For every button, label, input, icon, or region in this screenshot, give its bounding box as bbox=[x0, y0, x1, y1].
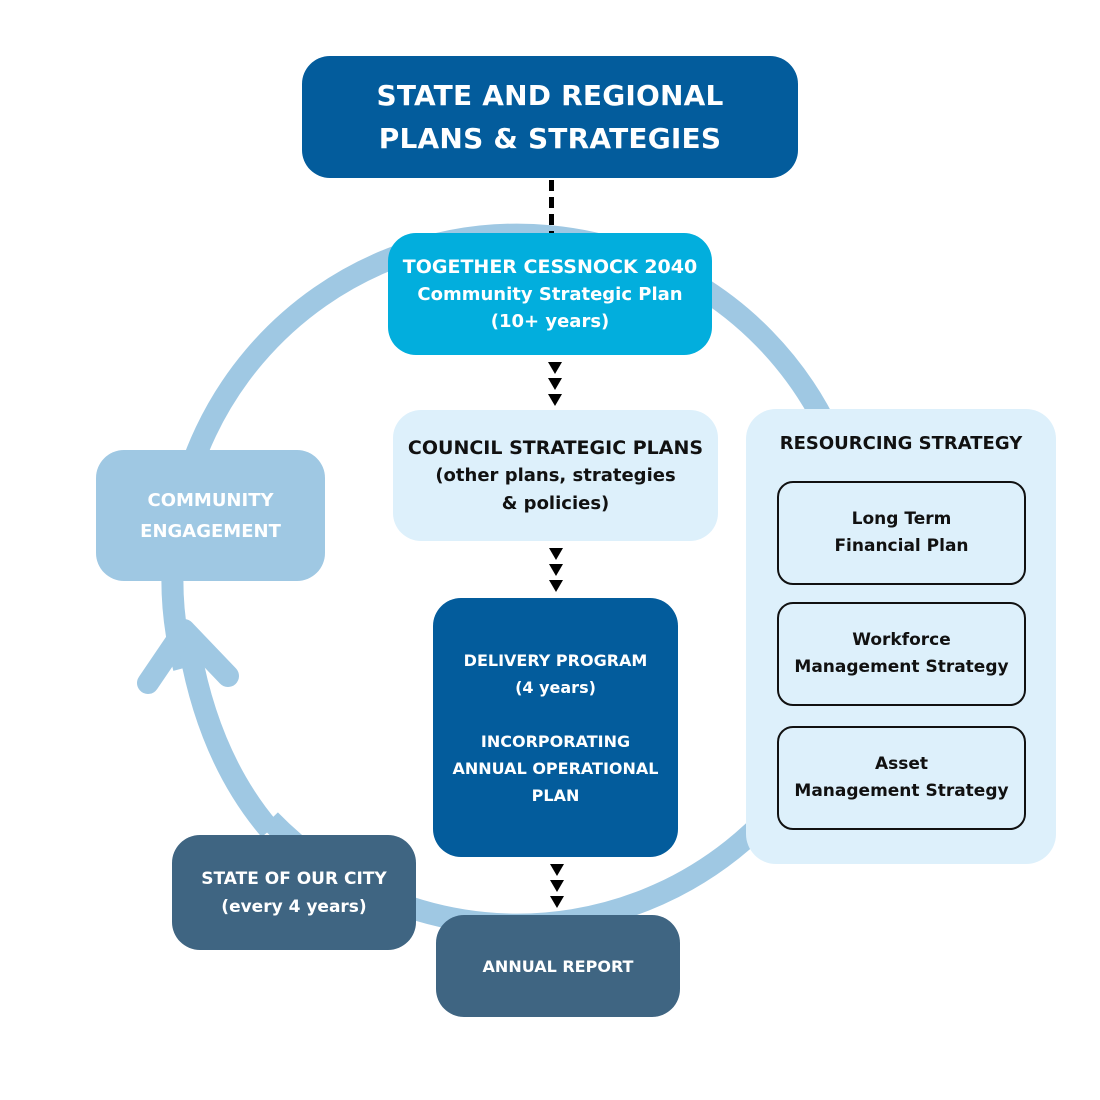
item-line2: Financial Plan bbox=[834, 536, 969, 556]
delivery-duration: (4 years) bbox=[515, 677, 596, 697]
down-arrow-icon bbox=[548, 378, 562, 390]
cycle-arrowhead-icon bbox=[137, 619, 239, 694]
long-term-financial-plan-box: Long Term Financial Plan bbox=[777, 481, 1026, 585]
asset-management-strategy-box: Asset Management Strategy bbox=[777, 726, 1026, 830]
csp-title: TOGETHER CESSNOCK 2040 bbox=[402, 255, 698, 278]
delivery-line3: INCORPORATING bbox=[480, 731, 631, 751]
down-arrow-icon bbox=[549, 564, 563, 576]
down-arrow-icon bbox=[549, 580, 563, 592]
delivery-line4: ANNUAL OPERATIONAL bbox=[452, 758, 659, 778]
csp-subtitle: Community Strategic Plan bbox=[417, 283, 683, 305]
down-arrow-icon bbox=[549, 548, 563, 560]
council-line2: (other plans, strategies bbox=[435, 464, 676, 486]
delivery-program-box: DELIVERY PROGRAM (4 years) INCORPORATING… bbox=[433, 598, 678, 857]
state-of-our-city-box: STATE OF OUR CITY (every 4 years) bbox=[172, 835, 416, 950]
item-line1: Long Term bbox=[851, 509, 952, 529]
item-line2: Management Strategy bbox=[794, 657, 1009, 677]
soc-line2: (every 4 years) bbox=[221, 896, 367, 917]
resourcing-title: RESOURCING STRATEGY bbox=[779, 433, 1023, 454]
down-arrow-icon bbox=[550, 880, 564, 892]
workforce-management-strategy-box: Workforce Management Strategy bbox=[777, 602, 1026, 706]
cycle-arc-lower-left bbox=[179, 648, 279, 838]
item-line1: Asset bbox=[874, 754, 929, 774]
item-line1: Workforce bbox=[852, 630, 951, 650]
engagement-line2: ENGAGEMENT bbox=[140, 520, 281, 542]
state-regional-plans-box: STATE AND REGIONAL PLANS & STRATEGIES bbox=[302, 56, 798, 178]
delivery-line5: PLAN bbox=[531, 785, 580, 805]
council-strategic-plans-box: COUNCIL STRATEGIC PLANS (other plans, st… bbox=[393, 410, 718, 541]
community-engagement-box: COMMUNITY ENGAGEMENT bbox=[96, 450, 325, 581]
down-arrow-icon bbox=[548, 394, 562, 406]
dashed-connector bbox=[549, 180, 554, 233]
delivery-title: DELIVERY PROGRAM bbox=[463, 650, 648, 670]
soc-line1: STATE OF OUR CITY bbox=[201, 868, 387, 889]
csp-duration: (10+ years) bbox=[490, 310, 610, 332]
council-title: COUNCIL STRATEGIC PLANS bbox=[407, 436, 704, 459]
down-arrow-icon bbox=[548, 362, 562, 374]
annual-report-label: ANNUAL REPORT bbox=[482, 956, 634, 976]
down-arrow-icon bbox=[550, 896, 564, 908]
community-strategic-plan-box: TOGETHER CESSNOCK 2040 Community Strateg… bbox=[388, 233, 712, 355]
annual-report-box: ANNUAL REPORT bbox=[436, 915, 680, 1017]
item-line2: Management Strategy bbox=[794, 781, 1009, 801]
state-regional-line1: STATE AND REGIONAL bbox=[376, 79, 724, 112]
state-regional-line2: PLANS & STRATEGIES bbox=[378, 122, 722, 155]
engagement-line1: COMMUNITY bbox=[147, 489, 274, 511]
council-line3: & policies) bbox=[501, 492, 610, 514]
down-arrow-icon bbox=[550, 864, 564, 876]
resourcing-strategy-panel: RESOURCING STRATEGY Long Term Financial … bbox=[746, 409, 1056, 864]
